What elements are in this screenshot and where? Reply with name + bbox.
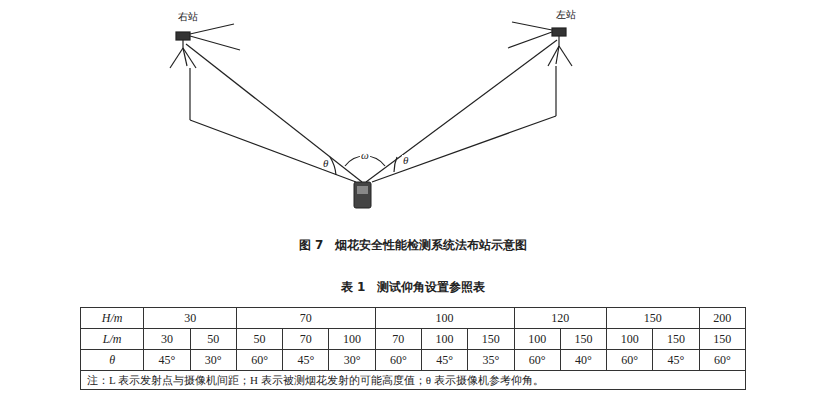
table-cell: 45°	[421, 350, 467, 371]
table-cell: 150	[653, 329, 699, 350]
table-cell: 70	[283, 329, 329, 350]
table-cell: θ	[81, 350, 144, 371]
table-cell: 60°	[607, 350, 653, 371]
table-cell: 150	[468, 329, 514, 350]
table-cell: 100	[329, 329, 375, 350]
angle-label: ω	[360, 150, 370, 161]
figure-caption: 图 7 烟花安全性能检测系统法布站示意图	[299, 239, 528, 251]
angle-label: θ	[322, 158, 329, 169]
table-cell: 150	[699, 329, 745, 350]
table-title: 表 1 测试仰角设置参照表	[341, 281, 486, 293]
table-cell: 60°	[375, 350, 421, 371]
tripod	[170, 24, 240, 68]
sight-line	[189, 68, 190, 120]
sight-line	[555, 66, 556, 116]
reference-table: H/m3070100120150200L/m305050701007010015…	[80, 307, 746, 390]
sight-line	[186, 44, 362, 182]
station-label: 右站	[178, 12, 198, 22]
table-cell: 60°	[699, 350, 745, 371]
table-cell: 100	[607, 329, 653, 350]
table-cell: 200	[699, 308, 745, 329]
angle-arc	[330, 157, 336, 175]
table-cell: 60°	[236, 350, 282, 371]
table-cell: 70	[375, 329, 421, 350]
firework-launcher	[354, 182, 371, 208]
table-cell: 70	[236, 308, 375, 329]
table-cell: 100	[421, 329, 467, 350]
table-cell: 150	[607, 308, 700, 329]
table-cell: 30	[144, 308, 237, 329]
table-cell: H/m	[81, 308, 144, 329]
table-cell: 50	[236, 329, 282, 350]
table-cell: 45°	[283, 350, 329, 371]
table-cell: L/m	[81, 329, 144, 350]
angle-label: θ	[402, 155, 409, 166]
table-cell: 30°	[190, 350, 236, 371]
station-label: 左站	[556, 10, 576, 20]
table-cell: 100	[375, 308, 514, 329]
sight-line	[372, 116, 556, 182]
table-cell: 100	[514, 329, 560, 350]
table-note: 注：L 表示发射点与摄像机间距；H 表示被测烟花发射的可能高度值；θ 表示摄像机…	[81, 371, 746, 390]
sight-line	[190, 120, 356, 182]
angle-arc	[394, 157, 397, 172]
sight-line	[366, 40, 557, 182]
table-cell: 40°	[560, 350, 606, 371]
table-cell: 30°	[329, 350, 375, 371]
table-cell: 60°	[514, 350, 560, 371]
table-cell: 120	[514, 308, 607, 329]
table-cell: 45°	[144, 350, 190, 371]
table-cell: 45°	[653, 350, 699, 371]
table-cell: 150	[560, 329, 606, 350]
tripod	[508, 22, 572, 66]
table-cell: 30	[144, 329, 190, 350]
table-cell: 35°	[468, 350, 514, 371]
table-cell: 50	[190, 329, 236, 350]
